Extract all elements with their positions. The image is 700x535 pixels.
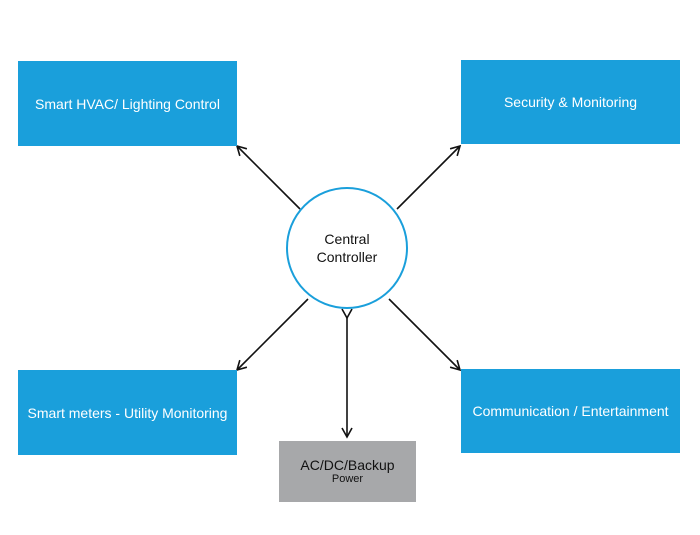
node-security-label: Security & Monitoring [503, 94, 638, 110]
node-hvac-lighting-control: Smart HVAC/ Lighting Control [18, 61, 237, 146]
node-meters-label: Smart meters - Utility Monitoring [27, 404, 228, 421]
node-security-monitoring: Security & Monitoring [461, 60, 680, 144]
controller-label-line2: Controller [316, 249, 378, 265]
node-power-sublabel: Power [331, 473, 364, 486]
arrow-to-communication [388, 298, 462, 372]
node-hvac-label: Smart HVAC/ Lighting Control [35, 95, 220, 112]
node-power: AC/DC/Backup Power [279, 441, 416, 502]
controller-label-line1: Central [324, 230, 370, 247]
node-central-controller: Central Controller [286, 187, 408, 309]
node-communication-label: Communication / Entertainment [472, 403, 669, 419]
node-smart-meters: Smart meters - Utility Monitoring [18, 370, 237, 455]
node-communication-entertainment: Communication / Entertainment [461, 369, 680, 453]
arrow-to-hvac [235, 144, 301, 210]
arrow-to-meters [235, 298, 309, 372]
arrow-to-security [396, 144, 462, 210]
node-power-label: AC/DC/Backup [300, 457, 395, 474]
